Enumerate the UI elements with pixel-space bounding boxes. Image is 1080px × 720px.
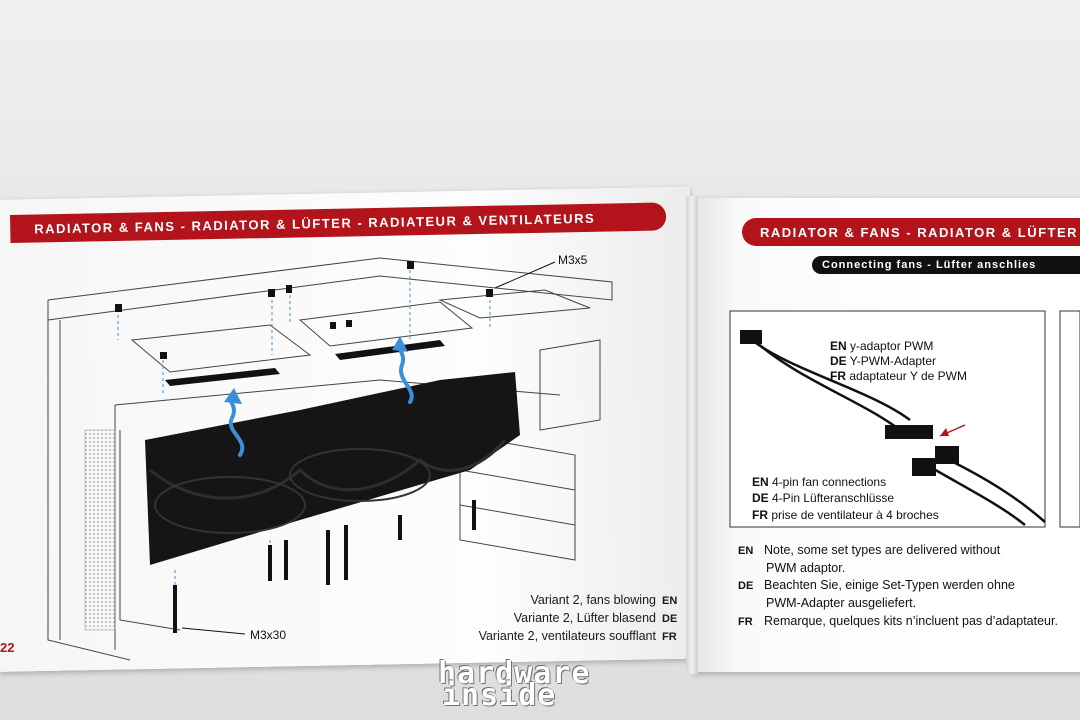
lang-code: FR [752,508,768,522]
note-en: EN Note, some set types are delivered wit… [738,542,1000,577]
adaptor-text: Y-PWM-Adapter [849,354,937,368]
screw-label-m3x5: M3x5 [558,253,588,267]
note-line: Remarque, quelques kits n’incluent pas d… [764,614,1058,628]
lang-code: FR [662,631,677,643]
caption-de: Variante 2, Lüfter blasend DE [514,611,682,625]
lang-code: DE [662,613,678,625]
connector-text: 4-Pin Lüfteranschlüsse [772,491,895,505]
lang-code: DE [752,491,769,505]
screw-label-m3x30: M3x30 [250,628,287,642]
adaptor-label-de: DE Y-PWM-Adapter [830,354,936,368]
lang-code: EN [830,339,847,353]
section-banner-right: Radiator & Fans - Radiator & Lüfter [742,218,1080,246]
note-line: PWM adaptor. [766,561,846,575]
page-number: 22 [0,640,15,655]
connector-text: 4-pin fan connections [772,475,887,489]
caption-text: Variante 2, Lüfter blasend [513,611,656,625]
caption-fr: Variante 2, ventilateurs soufflant FR [479,629,682,643]
caption-en: Variant 2, fans blowing EN [530,593,682,607]
caption-text: Variante 2, ventilateurs soufflant [478,629,656,643]
connector-label-fr: FR prise de ventilateur à 4 broches [752,508,939,522]
note-de: DE Beachten Sie, einige Set-Typen werden … [738,577,1015,612]
lang-code: FR [738,616,753,628]
watermark-line2: inside [442,678,557,713]
book-gutter [686,196,698,674]
note-fr: FR Remarque, quelques kits n’incluent pas… [738,613,1058,631]
lang-code: DE [830,354,847,368]
watermark-line1: hardware [438,656,591,691]
caption-text: Variant 2, fans blowing [530,593,656,607]
lang-code: FR [830,369,846,383]
adaptor-text: adaptateur Y de PWM [849,369,967,383]
connector-label-en: EN 4-pin fan connections [752,475,886,489]
connecting-fans-banner: Connecting fans - Lüfter anschlies [812,256,1080,274]
hardware-inside-watermark: hardware inside [438,656,638,713]
note-line: Beachten Sie, einige Set-Typen werden oh… [764,578,1015,592]
adaptor-label-en: EN y-adaptor PWM [830,339,933,353]
adaptor-text: y-adaptor PWM [850,339,934,353]
lang-code: EN [738,545,754,557]
connector-text: prise de ventilateur à 4 broches [771,508,939,522]
lang-code: DE [738,580,754,592]
lang-code: EN [752,475,769,489]
note-line: PWM-Adapter ausgeliefert. [766,596,917,610]
lang-code: EN [662,595,678,607]
connector-label-de: DE 4-Pin Lüfteranschlüsse [752,491,894,505]
note-line: Note, some set types are delivered witho… [764,543,1001,557]
adaptor-label-fr: FR adaptateur Y de PWM [830,369,967,383]
